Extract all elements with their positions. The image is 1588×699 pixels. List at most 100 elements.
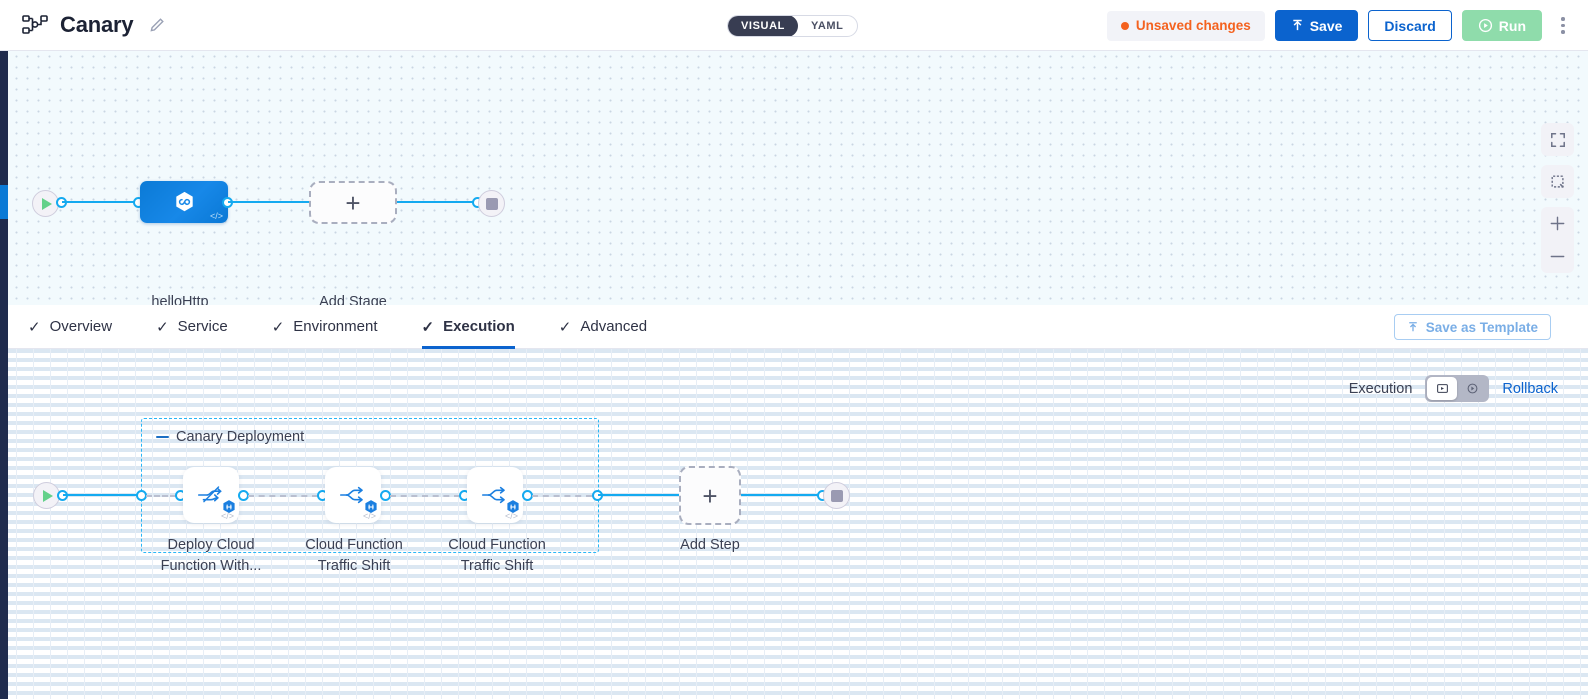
edge-start-to-stage — [62, 201, 140, 204]
hexagon-badge — [505, 499, 521, 515]
rollback-view-icon[interactable] — [1457, 377, 1487, 400]
tab-overview[interactable]: ✓ Overview — [28, 305, 134, 349]
step-1-label: Deploy Cloud Function With... — [151, 535, 271, 577]
code-glyph: </> — [220, 511, 234, 521]
collapse-icon[interactable] — [156, 435, 169, 439]
discard-button-label: Discard — [1384, 17, 1436, 34]
app-header: Canary VISUAL YAML Unsaved changes Save — [0, 0, 1588, 51]
edge-group-to-step-1 — [146, 495, 176, 497]
unsaved-changes-label: Unsaved changes — [1135, 18, 1251, 33]
execution-start-cap — [33, 482, 60, 509]
step-group-canary-deployment[interactable]: Canary Deployment — [141, 418, 599, 553]
execution-rollback-toggle[interactable] — [1425, 375, 1490, 402]
mode-toggle[interactable]: VISUAL YAML — [727, 15, 858, 37]
save-as-template-label: Save as Template — [1425, 319, 1538, 335]
check-icon: ✓ — [271, 318, 285, 336]
pipeline-start-cap — [32, 190, 59, 217]
code-glyph: </> — [504, 511, 518, 521]
section-tabs: ✓ Overview ✓ Service ✓ Environment ✓ Exe… — [0, 305, 1588, 349]
tab-list: ✓ Overview ✓ Service ✓ Environment ✓ Exe… — [0, 305, 691, 349]
group-title-label: Canary Deployment — [176, 429, 305, 445]
step-3-label-line2: Traffic Shift — [460, 558, 534, 575]
rollback-link[interactable]: Rollback — [1502, 380, 1558, 397]
code-glyph: </> — [362, 511, 376, 521]
step-2-label: Cloud Function Traffic Shift — [294, 535, 414, 577]
check-icon: ✓ — [421, 318, 435, 336]
select-area-icon[interactable] — [1541, 165, 1574, 198]
left-rail — [0, 51, 8, 699]
execution-end-cap — [823, 482, 850, 509]
add-stage-label: Add Stage — [319, 294, 387, 305]
zoom-out-icon[interactable] — [1541, 240, 1574, 273]
deploy-function-icon — [197, 486, 222, 503]
pipeline-icon — [22, 14, 48, 36]
tab-advanced-label: Advanced — [580, 318, 648, 335]
tab-environment[interactable]: ✓ Environment — [272, 305, 400, 349]
stop-icon — [485, 197, 498, 210]
discard-button[interactable]: Discard — [1368, 10, 1452, 41]
pencil-icon[interactable] — [149, 17, 165, 33]
add-step-button[interactable]: + — [679, 466, 741, 525]
edge-step-3-to-group-out — [532, 495, 592, 497]
status-dot-icon — [1120, 21, 1129, 30]
canvas-grid — [0, 349, 1588, 699]
mode-option-yaml[interactable]: YAML — [810, 20, 844, 32]
hexagon-badge — [221, 499, 237, 515]
stage-canvas[interactable]: </> helloHttp + Add Stage — [0, 51, 1588, 305]
left-rail-active-indicator — [0, 185, 8, 219]
edge-step-1-to-step-2 — [248, 495, 318, 497]
step-node-traffic-shift-2[interactable]: </> — [467, 467, 523, 523]
execution-canvas[interactable]: Canary Deployment < — [0, 349, 1588, 699]
cloud-function-icon — [175, 191, 193, 211]
header-left: Canary — [0, 12, 165, 38]
upload-icon — [1408, 322, 1417, 332]
pipeline-end-cap — [478, 190, 505, 217]
kebab-menu-icon[interactable] — [1552, 10, 1574, 41]
save-as-template-button[interactable]: Save as Template — [1393, 314, 1551, 340]
step-node-deploy-cloud-function[interactable]: </> — [183, 467, 239, 523]
edge-step-2-to-step-3 — [390, 495, 460, 497]
add-stage-button[interactable]: + — [309, 181, 397, 224]
check-icon: ✓ — [28, 318, 41, 336]
tab-service[interactable]: ✓ Service — [156, 305, 250, 349]
step-3-label-line1: Cloud Function — [448, 537, 546, 553]
zoom-stack — [1541, 207, 1574, 273]
step-2-label-line1: Cloud Function — [305, 537, 403, 553]
step-node-traffic-shift-1[interactable]: </> — [325, 467, 381, 523]
edge-group-to-add-step — [598, 494, 680, 497]
traffic-shift-icon — [481, 486, 505, 504]
run-button-label: Run — [1498, 17, 1526, 34]
check-icon: ✓ — [156, 318, 169, 336]
fullscreen-icon[interactable] — [1541, 123, 1574, 156]
tab-overview-label: Overview — [49, 318, 113, 335]
execution-view-icon[interactable] — [1427, 377, 1458, 400]
tab-execution-label: Execution — [443, 318, 515, 335]
add-step-label: Add Step — [680, 537, 740, 553]
execution-label: Execution — [1348, 380, 1413, 397]
canvas-zoom-controls — [1541, 123, 1574, 273]
run-button[interactable]: Run — [1461, 10, 1542, 41]
page-title: Canary — [60, 12, 134, 37]
unsaved-changes-badge: Unsaved changes — [1106, 10, 1265, 41]
play-icon — [42, 197, 52, 210]
step-1-label-line1: Deploy Cloud — [167, 537, 255, 553]
edge-start-to-group — [63, 494, 145, 497]
zoom-in-icon[interactable] — [1541, 207, 1574, 240]
check-icon: ✓ — [558, 318, 572, 336]
plus-icon: + — [702, 480, 718, 511]
stage-node-label: helloHttp — [151, 294, 209, 305]
code-glyph: </> — [209, 211, 223, 221]
tab-advanced[interactable]: ✓ Advanced — [559, 305, 669, 349]
plus-icon: + — [345, 187, 361, 218]
execution-mode-bar: Execution Rollback — [1349, 375, 1558, 402]
stage-node-hellohttp[interactable]: </> — [140, 181, 228, 223]
stop-icon — [830, 489, 843, 502]
tab-environment-label: Environment — [293, 318, 378, 335]
step-3-label: Cloud Function Traffic Shift — [437, 535, 557, 577]
step-1-label-line2: Function With... — [160, 558, 262, 575]
mode-option-visual[interactable]: VISUAL — [728, 16, 798, 36]
tab-execution[interactable]: ✓ Execution — [421, 305, 537, 349]
save-button[interactable]: Save — [1274, 10, 1359, 41]
edge-stage-to-add — [228, 201, 310, 204]
